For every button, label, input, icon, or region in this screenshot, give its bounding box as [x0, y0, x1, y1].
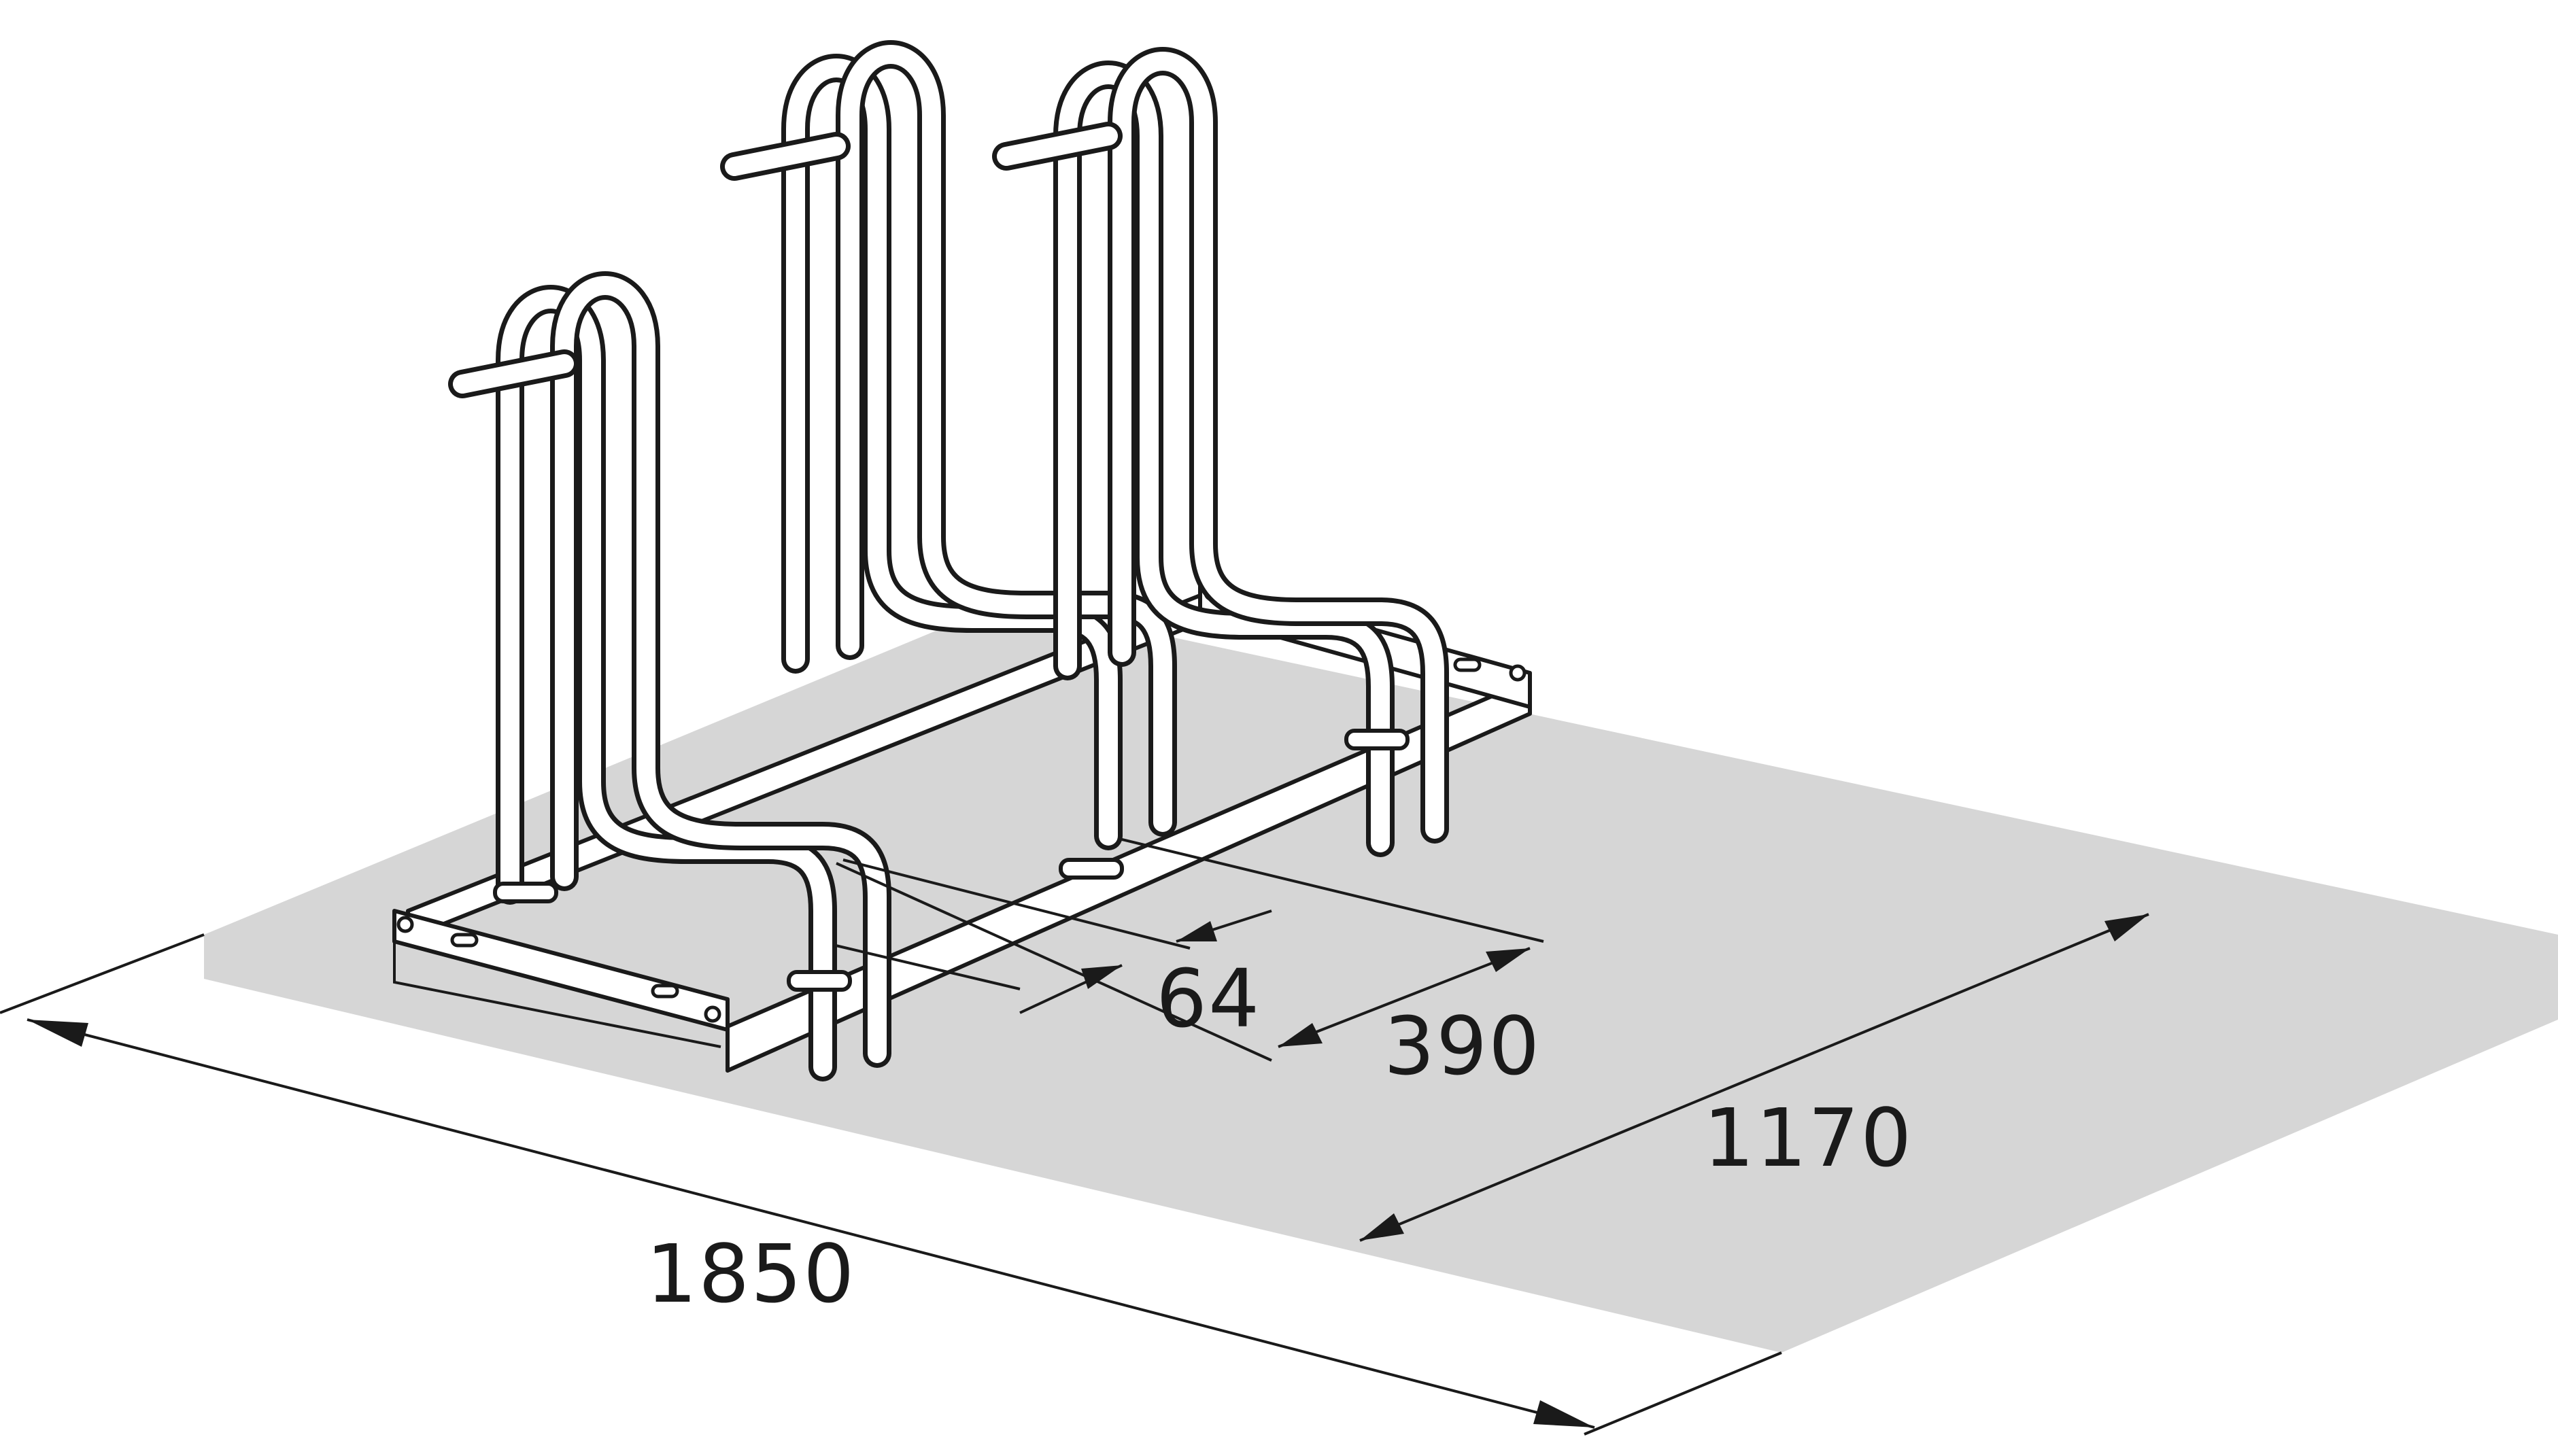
depth-label: 1170 — [1703, 1091, 1913, 1185]
dimension-spacing: 390 — [836, 838, 1544, 1093]
dimension-tube-diameter: 64 — [832, 859, 1272, 1045]
floor-area — [204, 602, 2558, 1353]
bow-holder-middle — [720, 54, 1163, 880]
mounting-slot — [1453, 657, 1482, 672]
length-label: 1850 — [646, 1227, 855, 1321]
front-rail — [726, 678, 1532, 1073]
bow-holder-right — [992, 61, 1435, 843]
mounting-slot — [450, 933, 479, 948]
dimension-length: 1850 — [0, 933, 1782, 1436]
spacing-label: 390 — [1384, 999, 1541, 1093]
dimension-depth: 1170 — [1359, 913, 2149, 1242]
mounting-slot — [651, 984, 679, 999]
tube-diameter-label: 64 — [1156, 952, 1261, 1045]
bow-holder-left — [448, 285, 877, 1067]
